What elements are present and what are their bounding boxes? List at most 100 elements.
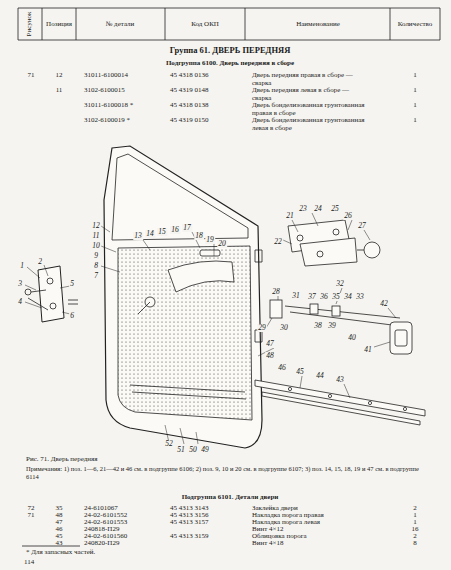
callout-number: 28 bbox=[271, 288, 281, 296]
table-cell: 45 4318 0136 bbox=[170, 72, 209, 80]
callout-number: 19 bbox=[205, 236, 215, 244]
callout-number: 52 bbox=[164, 440, 174, 448]
table-cell: 43 bbox=[56, 540, 63, 548]
callout-number: 35 bbox=[331, 293, 341, 301]
rod-clip bbox=[332, 306, 340, 316]
callout-number: 10 bbox=[91, 242, 101, 250]
callout-number: 47 bbox=[265, 340, 275, 348]
callout-number: 37 bbox=[307, 293, 317, 301]
callout-number: 26 bbox=[343, 212, 353, 220]
callout-number: 17 bbox=[182, 224, 192, 232]
callout-number: 5 bbox=[69, 280, 75, 288]
callout-number: 46 bbox=[277, 364, 287, 372]
lock-rod bbox=[285, 306, 400, 325]
trim-panel bbox=[118, 246, 252, 420]
table-cell: Код ОКП bbox=[191, 21, 219, 29]
table-cell: 12 bbox=[56, 72, 63, 80]
callout-number: 51 bbox=[176, 446, 186, 454]
footnote-rule bbox=[22, 546, 80, 547]
callout-number: 27 bbox=[357, 222, 367, 230]
table-cell: 1 bbox=[413, 117, 417, 125]
table-cell: Количество bbox=[398, 21, 433, 29]
window-frame bbox=[112, 154, 248, 240]
callout-number: 20 bbox=[217, 240, 227, 248]
table-cell: Позиция bbox=[46, 21, 72, 29]
callout-number: 1 bbox=[19, 262, 25, 270]
callout-number: 34 bbox=[343, 293, 353, 301]
table-cell: 71 bbox=[28, 72, 35, 80]
table-cell: 11 bbox=[56, 87, 63, 95]
hinge-pin bbox=[297, 235, 303, 241]
table-cell: 45 4313 3157 bbox=[170, 519, 209, 527]
callout-number: 43 bbox=[335, 376, 345, 384]
callout-number: 50 bbox=[188, 446, 198, 454]
table-cell: 240820-П29 bbox=[84, 540, 119, 548]
callout-number: 38 bbox=[313, 322, 323, 330]
washer bbox=[25, 289, 31, 295]
screw bbox=[368, 401, 371, 404]
table-cell: Дверь передняя правая в сборе — сварка bbox=[252, 72, 370, 87]
table-cell: 45 4313 3159 bbox=[170, 533, 209, 541]
table-cell: 1 bbox=[413, 87, 417, 95]
callout-number: 32 bbox=[335, 280, 345, 288]
table-cell: 8 bbox=[413, 540, 417, 548]
table-cell: Дверь передняя левая в сборе — сварка bbox=[252, 87, 370, 102]
table-cell: Дверь бонделизованная грунтованная левая… bbox=[252, 117, 370, 132]
table-rule bbox=[18, 8, 440, 40]
armrest bbox=[168, 261, 234, 292]
table-cell: № детали bbox=[106, 21, 135, 29]
hinge-bracket bbox=[38, 266, 64, 322]
group-title: Группа 61. ДВЕРЬ ПЕРЕДНЯЯ bbox=[170, 47, 291, 55]
bracket-pin bbox=[68, 300, 78, 304]
callout-number: 39 bbox=[327, 322, 337, 330]
bolt-axis bbox=[28, 290, 48, 310]
callout-number: 31 bbox=[291, 292, 301, 300]
hinge-plate bbox=[300, 238, 357, 266]
table-cell: Винт 4×18 bbox=[252, 540, 370, 548]
figure-caption: Рис. 71. Дверь передняя bbox=[26, 456, 97, 464]
leader-line bbox=[25, 213, 396, 447]
callout-number: 22 bbox=[273, 238, 283, 246]
door-outline bbox=[104, 146, 262, 448]
callout-number: 13 bbox=[133, 232, 143, 240]
callout-number: 24 bbox=[313, 205, 323, 213]
callout-number: 7 bbox=[93, 272, 99, 280]
callout-number: 11 bbox=[92, 232, 101, 240]
callout-number: 3 bbox=[17, 280, 23, 288]
callout-number: 44 bbox=[315, 372, 325, 380]
table-cell: Подгруппа 6101. Детали двери bbox=[182, 494, 279, 502]
window-crank-arm bbox=[138, 302, 150, 314]
callout-number: 45 bbox=[295, 368, 305, 376]
callout-number: 8 bbox=[93, 262, 99, 270]
table-cell: 45 4319 0148 bbox=[170, 87, 209, 95]
table-cell: * Для запасных частей. bbox=[26, 549, 95, 557]
callout-number: 14 bbox=[145, 230, 155, 238]
knob-stem bbox=[357, 250, 364, 251]
callout-number: 21 bbox=[285, 212, 295, 220]
callout-number: 4 bbox=[17, 298, 23, 306]
callout-number: 18 bbox=[194, 232, 204, 240]
callout-number: 12 bbox=[91, 222, 101, 230]
callout-number: 48 bbox=[265, 352, 275, 360]
callout-number: 23 bbox=[298, 205, 308, 213]
callout-number: 9 bbox=[93, 252, 99, 260]
callout-number: 40 bbox=[347, 334, 357, 342]
table-cell: Подгруппа 6100. Дверь передняя в сборе bbox=[166, 60, 294, 68]
table-cell: Наименование bbox=[296, 21, 340, 29]
callout-number: 41 bbox=[363, 346, 373, 354]
callout-number: 16 bbox=[170, 226, 180, 234]
table-cell: 1 bbox=[413, 102, 417, 110]
door-pocket bbox=[130, 385, 246, 399]
callout-number: 42 bbox=[379, 300, 389, 308]
callout-number: 15 bbox=[157, 228, 167, 236]
screw bbox=[288, 387, 291, 390]
outer-handle bbox=[390, 322, 412, 354]
table-cell: 45 4319 0150 bbox=[170, 117, 209, 125]
table-cell: Примечания: 1) поз. 1—6, 21—42 и 46 см. … bbox=[26, 465, 431, 480]
callout-number: 49 bbox=[200, 446, 210, 454]
door-latch bbox=[270, 300, 282, 318]
hinge-pin bbox=[317, 251, 323, 257]
lock-knob bbox=[364, 242, 380, 258]
callout-number: 2 bbox=[37, 258, 43, 266]
